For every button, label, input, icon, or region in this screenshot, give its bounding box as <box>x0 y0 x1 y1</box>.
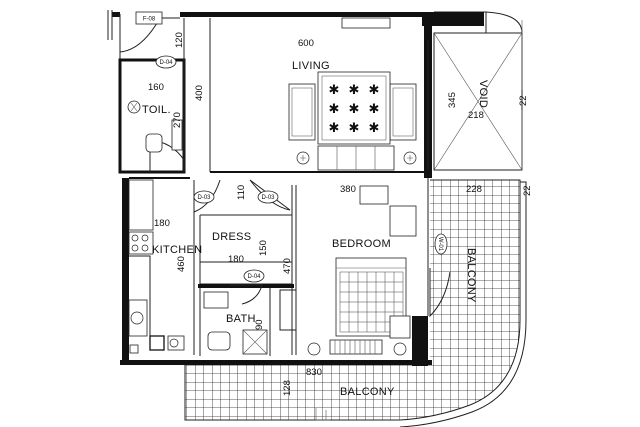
room-label-kitchen: KITCHEN <box>152 244 202 256</box>
dim-bedroom-width: 380 <box>340 184 356 195</box>
dim-balcony-bottom-width: 830 <box>306 367 322 378</box>
room-label-bath: BATH <box>226 313 256 325</box>
dim-kitchen-width: 180 <box>154 218 170 229</box>
dim-balcony-width: 228 <box>466 184 482 195</box>
dim-balcony-side: 22 <box>522 185 533 196</box>
room-label-balcony-bottom: BALCONY <box>340 386 395 398</box>
tag-bath-door: D-04 <box>243 269 265 283</box>
tag-toilet-door: D-04 <box>155 55 177 69</box>
bedroom-furniture <box>307 185 417 356</box>
dim-corridor-height: 110 <box>236 185 247 200</box>
rug-star-icon: ✱ <box>369 102 380 117</box>
svg-text:D-04: D-04 <box>159 60 173 66</box>
dim-toilet-width: 160 <box>148 82 164 93</box>
dim-void-height: 345 <box>447 92 458 108</box>
room-label-dress: DRESS <box>212 231 251 243</box>
tag-entry: F-08 <box>135 11 163 25</box>
room-label-void: VOID <box>477 80 489 108</box>
rug-star-icon: ✱ <box>369 121 380 136</box>
rug-star-icon: ✱ <box>349 83 360 98</box>
dim-bath-height: 90 <box>254 319 265 330</box>
axis-marks <box>315 408 330 421</box>
svg-text:D-04: D-04 <box>247 274 261 280</box>
rug-star-icon: ✱ <box>349 121 360 136</box>
dim-balcony-bottom-height: 128 <box>282 380 293 396</box>
dim-living-width: 600 <box>298 38 314 49</box>
tag-kitchen-door: D-03 <box>193 190 215 204</box>
dim-entry-height: 120 <box>174 32 185 48</box>
svg-text:F-08: F-08 <box>143 17 156 23</box>
room-label-living: LIVING <box>292 60 330 72</box>
rug-star-icon: ✱ <box>329 121 340 136</box>
svg-text:D-03: D-03 <box>197 195 211 201</box>
living-furniture: ✱ ✱ ✱ ✱ ✱ ✱ ✱ ✱ ✱ <box>288 17 417 171</box>
dim-toilet-height: 270 <box>172 112 183 128</box>
tag-bedroom-door: D-03 <box>257 190 279 204</box>
svg-text:D-03: D-03 <box>261 195 275 201</box>
dim-kitchen-height: 460 <box>176 256 187 272</box>
fixtures <box>107 10 268 355</box>
dimension-labels: 600 400 120 160 270 345 218 22 228 22 38… <box>148 32 533 396</box>
dim-void-width: 218 <box>468 110 484 121</box>
rug-star-icon: ✱ <box>349 102 360 117</box>
door-tags: F-08 D-04 D-03 D-03 D-04 W-01 <box>135 11 448 283</box>
dim-dress-height: 150 <box>258 240 269 256</box>
rug-star-icon: ✱ <box>329 102 340 117</box>
rug-star-icon: ✱ <box>329 83 340 98</box>
dim-bedroom-height: 470 <box>282 258 293 274</box>
rug-star-icon: ✱ <box>369 83 380 98</box>
room-label-bedroom: BEDROOM <box>332 238 391 250</box>
room-label-toilet: TOIL. <box>142 104 171 116</box>
room-label-balcony-right: BALCONY <box>465 248 477 303</box>
tag-balcony-window: W-01 <box>434 233 448 255</box>
svg-text:W-01: W-01 <box>437 237 443 252</box>
room-labels: LIVING TOIL. KITCHEN DRESS BEDROOM BATH … <box>142 60 489 398</box>
dim-dress-width: 180 <box>228 254 244 265</box>
void-area <box>422 11 523 171</box>
dim-living-height: 400 <box>194 85 205 101</box>
dim-void-side: 22 <box>518 95 529 106</box>
walls <box>112 12 432 366</box>
